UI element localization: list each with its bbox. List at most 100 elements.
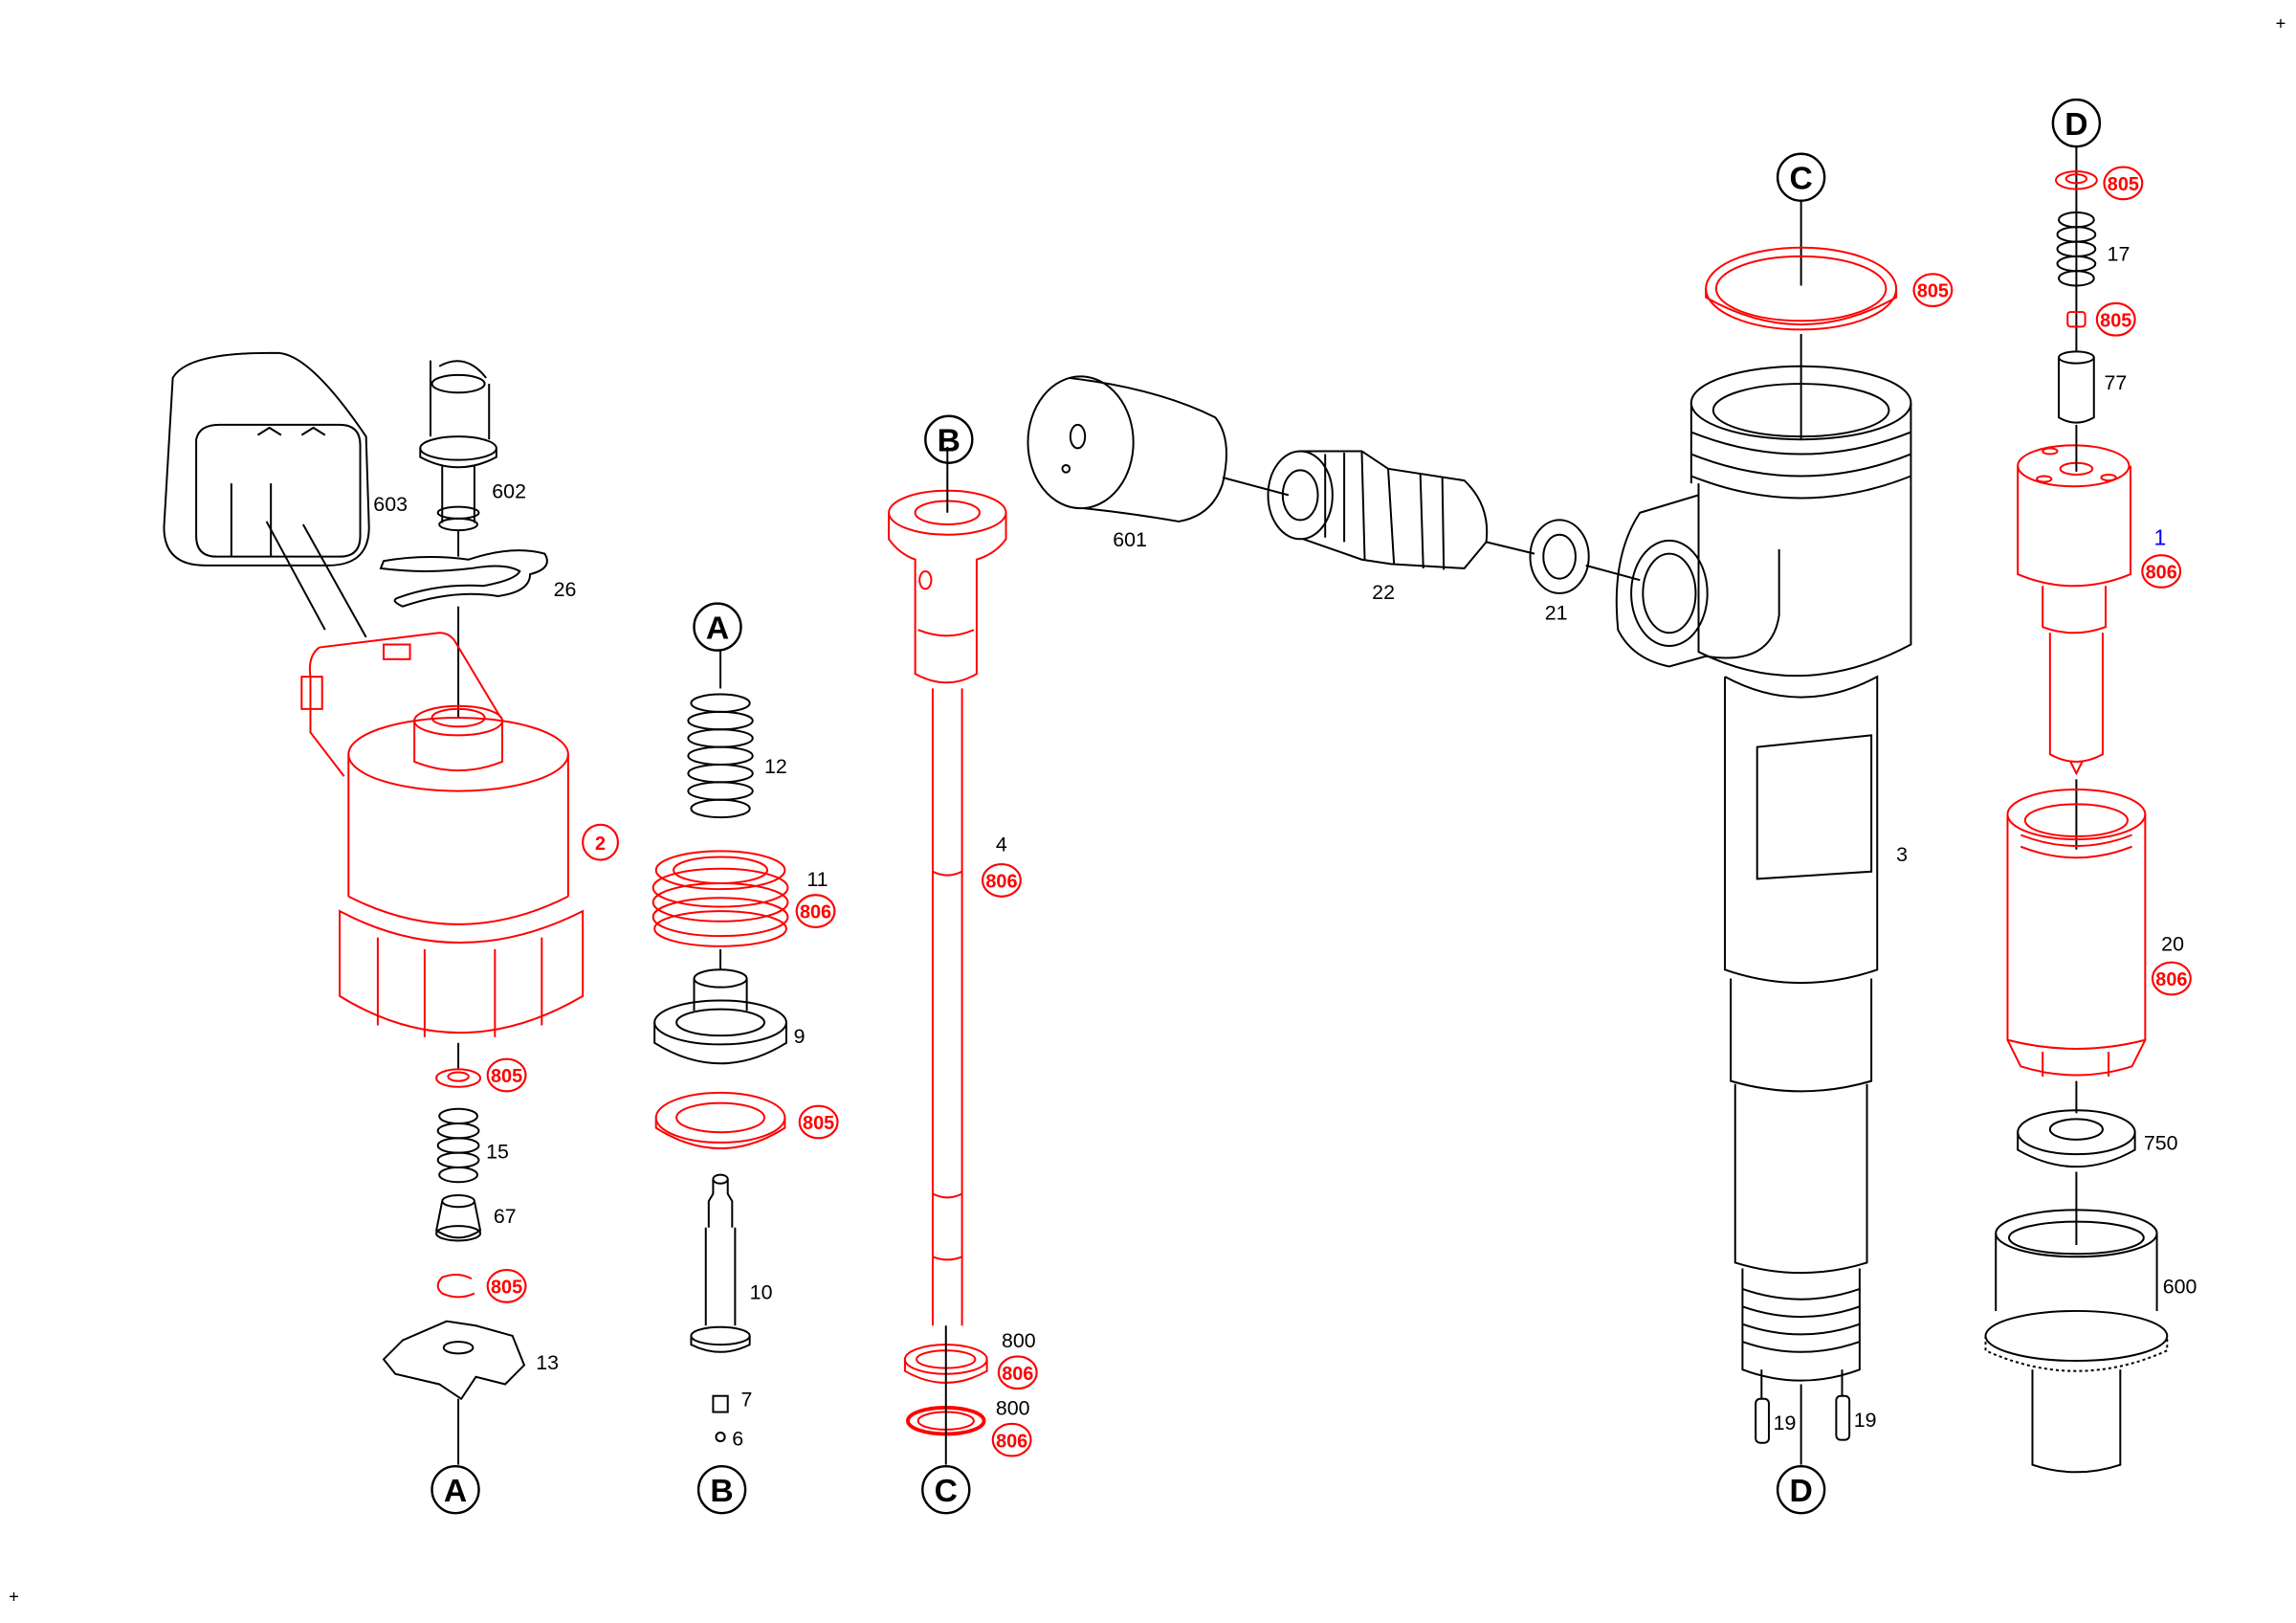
c-ring-805[interactable] <box>436 1274 475 1299</box>
tool-600[interactable] <box>1984 1209 2169 1474</box>
seal-ring-805[interactable] <box>435 1068 482 1088</box>
callout-806: 806 <box>2146 563 2177 584</box>
cap-601[interactable] <box>1027 375 1227 522</box>
valve-plate-9[interactable] <box>653 968 787 1065</box>
pin-10[interactable] <box>690 1173 751 1353</box>
callout-805: 805 <box>2100 310 2131 331</box>
nozzle-nut-20[interactable] <box>2006 789 2147 1078</box>
retaining-clip-26[interactable] <box>379 530 548 608</box>
callout-circle <box>2095 301 2136 337</box>
callout-circle <box>997 1355 1038 1390</box>
washer-750[interactable] <box>2017 1109 2136 1168</box>
corner-mark: + <box>9 1587 19 1607</box>
connector-a-label: A <box>444 1474 467 1509</box>
connector-marker-a <box>693 602 742 652</box>
connector-marker-a <box>430 1464 480 1515</box>
callout-circle <box>486 1057 527 1093</box>
callout-805: 805 <box>2108 174 2139 195</box>
part-label-800: 800 <box>1002 1329 1036 1352</box>
part-label-601: 601 <box>1113 528 1147 551</box>
part-label-19: 19 <box>1854 1409 1877 1432</box>
part-label-17: 17 <box>2108 242 2130 265</box>
part-label-4: 4 <box>996 833 1007 856</box>
valve-piece-4[interactable] <box>888 489 1007 1326</box>
connector-c-label: C <box>935 1474 958 1509</box>
part-label-13: 13 <box>536 1351 559 1374</box>
connector-d-label: D <box>1789 1474 1812 1509</box>
part-label-1: 1 <box>2154 524 2167 549</box>
callout-805: 805 <box>491 1278 522 1299</box>
part-label-602: 602 <box>492 479 526 502</box>
spacer-77[interactable] <box>2058 350 2095 424</box>
dowel-pin-19[interactable] <box>1755 1369 1770 1444</box>
sleeve-67[interactable] <box>435 1194 482 1242</box>
part-label-67: 67 <box>494 1205 517 1228</box>
part-label-600: 600 <box>2163 1276 2197 1299</box>
callout-circle <box>981 863 1022 898</box>
callout-circle <box>2151 961 2192 996</box>
callout-806: 806 <box>2155 969 2187 990</box>
callout-805: 805 <box>491 1066 522 1087</box>
callout-806: 806 <box>985 872 1017 893</box>
threaded-ring-11[interactable] <box>651 850 789 947</box>
part-label-11: 11 <box>806 868 828 891</box>
callout-805: 805 <box>803 1113 834 1134</box>
connector-c-label: C <box>1789 161 1812 196</box>
ball-guide-7[interactable] <box>712 1394 729 1413</box>
armature-plate-13[interactable] <box>382 1320 526 1465</box>
callout-806: 806 <box>1002 1364 1033 1385</box>
part-label-6: 6 <box>732 1428 743 1451</box>
part-label-603: 603 <box>373 493 408 516</box>
callout-circle <box>2103 166 2144 201</box>
callout-circle <box>2141 554 2182 589</box>
connector-marker-d <box>1776 1464 1826 1515</box>
part-label-15: 15 <box>486 1141 509 1164</box>
nozzle-1[interactable] <box>2017 444 2132 776</box>
corner-mark: + <box>2276 13 2286 33</box>
callout-circle <box>798 1104 839 1140</box>
callout-circle <box>1912 273 1954 308</box>
ball-6[interactable] <box>715 1431 726 1443</box>
seal-ring-805[interactable] <box>654 1091 786 1144</box>
part-label-20: 20 <box>2161 932 2184 955</box>
part-label-21: 21 <box>1545 601 1568 624</box>
solenoid-valve-2[interactable] <box>300 632 585 1037</box>
connector-marker-b <box>924 414 974 464</box>
part-label-22: 22 <box>1372 581 1395 604</box>
inlet-fitting-22[interactable] <box>1267 450 1489 570</box>
callout-2: 2 <box>595 834 606 855</box>
part-label-12: 12 <box>764 755 787 778</box>
callout-806: 806 <box>800 902 831 923</box>
part-label-3: 3 <box>1896 843 1908 866</box>
shim-805[interactable] <box>2066 311 2086 328</box>
dowel-pin-19[interactable] <box>1835 1369 1851 1441</box>
callout-circle <box>991 1422 1032 1457</box>
part-label-77: 77 <box>2104 371 2127 394</box>
callout-circle <box>582 823 619 861</box>
connector-b-label: B <box>710 1474 733 1509</box>
spring-15[interactable] <box>436 1107 480 1184</box>
seal-ring-805[interactable] <box>1705 246 1898 331</box>
part-label-750: 750 <box>2144 1132 2178 1155</box>
connector-a-label: A <box>706 611 729 646</box>
connector-marker-b <box>696 1464 747 1515</box>
connector-housing-603[interactable] <box>163 351 370 638</box>
part-label-9: 9 <box>794 1025 806 1048</box>
injector-body-3[interactable] <box>1615 365 1912 1382</box>
shim-805[interactable] <box>2054 170 2098 190</box>
spring-17[interactable] <box>2056 211 2097 287</box>
callout-806: 806 <box>996 1431 1027 1452</box>
part-label-10: 10 <box>750 1281 773 1304</box>
connector-pin-602[interactable] <box>419 360 497 532</box>
callout-circle <box>486 1269 527 1303</box>
callout-circle <box>795 894 836 928</box>
part-label-7: 7 <box>740 1388 752 1411</box>
part-label-26: 26 <box>554 578 577 601</box>
connector-b-label: B <box>938 423 960 458</box>
connector-d-label: D <box>2064 107 2087 143</box>
washer-21[interactable] <box>1529 519 1590 594</box>
spring-12[interactable] <box>687 693 754 819</box>
callout-805: 805 <box>1917 281 1949 302</box>
